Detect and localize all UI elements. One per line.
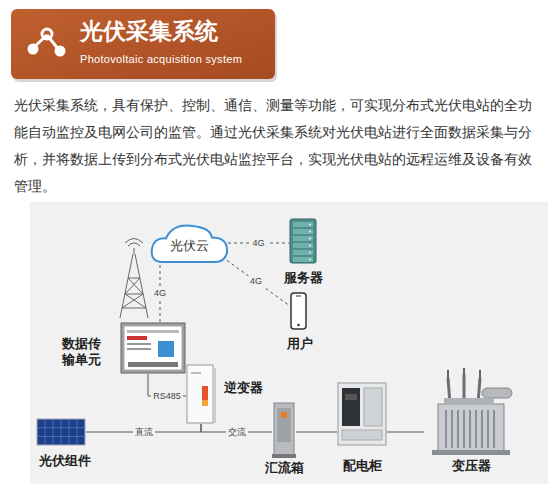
radio-tower (120, 239, 148, 319)
combiner-icon (272, 402, 296, 458)
banner-subtitle: Photovoltaic acquisition system (80, 52, 242, 66)
edge-label: 交流 (226, 427, 248, 438)
device-node: 数据传输单元 (62, 322, 186, 378)
diagram-ground (30, 202, 548, 484)
node-label: 服务器 (284, 270, 323, 286)
connector (296, 432, 337, 433)
node-label: 变压器 (452, 458, 491, 474)
device-node: 配电柜 (336, 382, 388, 476)
device-node: 服务器 (283, 218, 323, 288)
phone-icon (290, 292, 307, 330)
connector (222, 257, 290, 306)
connector (387, 432, 424, 433)
node-label: 配电柜 (343, 458, 382, 474)
node-label: 数据传输单元 (62, 336, 104, 368)
device-node: 变压器 (424, 368, 518, 476)
edge-label: 4G (248, 276, 264, 287)
node-label: 用户 (287, 336, 313, 352)
server-icon (289, 218, 317, 264)
cabinet-icon (337, 382, 387, 446)
description-paragraph: 光伏采集系统，具有保护、控制、通信、测量等功能，可实现分布式光伏电站的全功能自动… (14, 92, 542, 200)
node-label: 光伏组件 (39, 453, 91, 469)
device-node: 光伏组件 (36, 418, 94, 470)
inverter-icon (186, 364, 216, 424)
banner-title: 光伏采集系统 (80, 17, 218, 45)
edge-label: RS485 (151, 391, 183, 402)
node-label: 逆变器 (224, 380, 263, 396)
edge-label: 4G (152, 288, 168, 299)
banner (11, 9, 275, 79)
network-icon (29, 29, 64, 55)
device-node: 光伏云 (148, 220, 230, 266)
dtu-icon (120, 322, 186, 374)
device-node: 逆变器 (186, 364, 266, 426)
transformer-icon (424, 368, 518, 456)
node-label: 光伏云 (170, 238, 209, 254)
pv-icon (36, 418, 86, 446)
node-label: 汇流箱 (265, 460, 304, 476)
edge-label: 直流 (133, 427, 155, 438)
device-node: 汇流箱 (262, 402, 306, 476)
device-node: 用户 (278, 292, 322, 354)
edge-label: 4G (250, 238, 266, 249)
